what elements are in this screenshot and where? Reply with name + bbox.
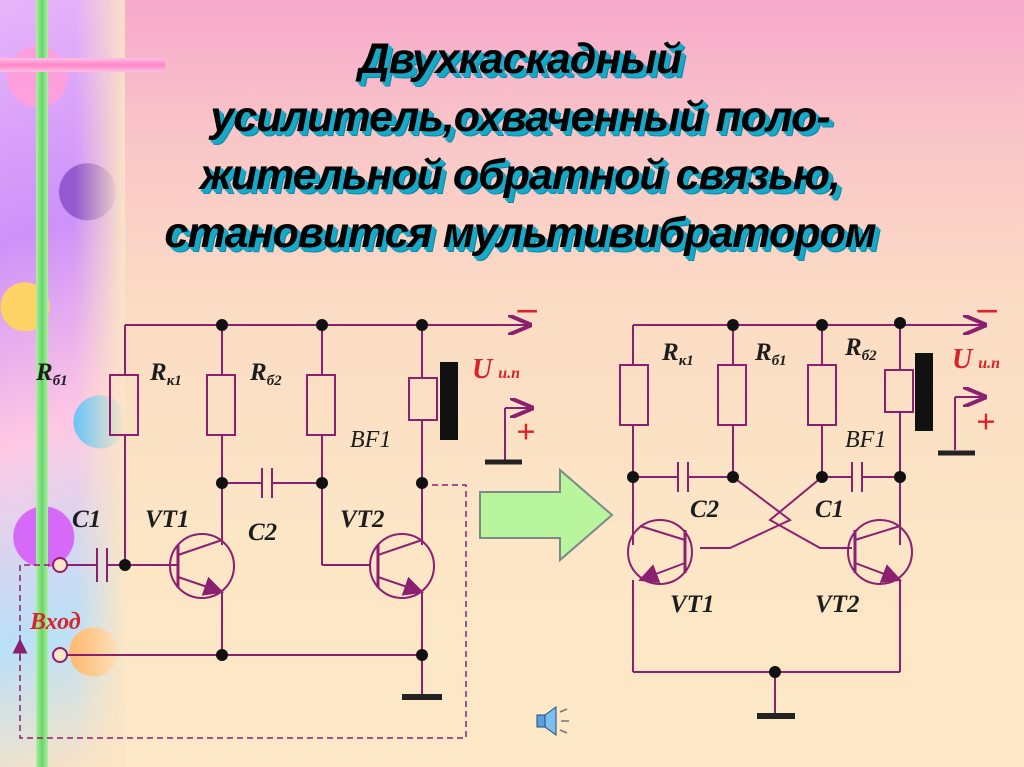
left-label-c2: C2 (248, 519, 277, 546)
right-circuit (619, 325, 985, 719)
left-resistor-rb1 (109, 374, 139, 436)
title-line-2: усилитель,охваченный поло- (210, 93, 830, 141)
right-bf1-bar (915, 353, 933, 431)
right-label-rk1: Rк1 (661, 339, 694, 369)
right-label-rb2: Rб2 (844, 334, 877, 364)
left-label-vt1: VT1 (145, 506, 189, 533)
decorative-pink-bar (0, 58, 165, 72)
left-label-c1: C1 (72, 506, 101, 533)
right-label-rb1: Rб1 (754, 339, 787, 369)
right-label-vt2: VT2 (815, 591, 859, 618)
right-label-plus: + (976, 404, 995, 441)
left-transistor-vt2 (369, 533, 435, 599)
left-junction-dots (119, 319, 428, 661)
right-label-vt1: VT1 (670, 591, 714, 618)
title-line-3: жительной обратной связью, (200, 151, 841, 199)
right-junction-dots (627, 317, 906, 678)
left-label-rb1: Rб1 (35, 359, 68, 389)
speaker-icon[interactable] (536, 706, 569, 736)
left-bf1-bar (440, 362, 458, 440)
decorative-green-bar (36, 0, 48, 767)
left-transistor-vt1 (169, 533, 235, 599)
transform-arrow-icon (479, 467, 614, 563)
title-line-1: Двухкаскадный (358, 35, 683, 83)
left-label-vt2: VT2 (340, 506, 384, 533)
right-label-minus: – (977, 287, 997, 329)
slide-title: Двухкаскадный усилитель,охваченный поло-… (150, 30, 890, 262)
left-label-minus: – (517, 287, 537, 329)
right-label-bf1: BF1 (845, 427, 886, 453)
left-resistor-rb2 (306, 374, 336, 436)
right-label-c1: C1 (815, 496, 844, 523)
right-label-c2: C2 (690, 496, 719, 523)
title-line-4: становится мультивибратором (164, 209, 876, 257)
left-label-bf1: BF1 (350, 427, 391, 453)
left-label-rk1: Rк1 (149, 359, 182, 389)
left-label-plus: + (516, 414, 535, 451)
left-label-input: Вход (29, 609, 81, 635)
left-resistor-rk1 (206, 374, 236, 436)
left-label-rb2: Rб2 (249, 359, 282, 389)
left-load-bf1 (408, 377, 438, 421)
